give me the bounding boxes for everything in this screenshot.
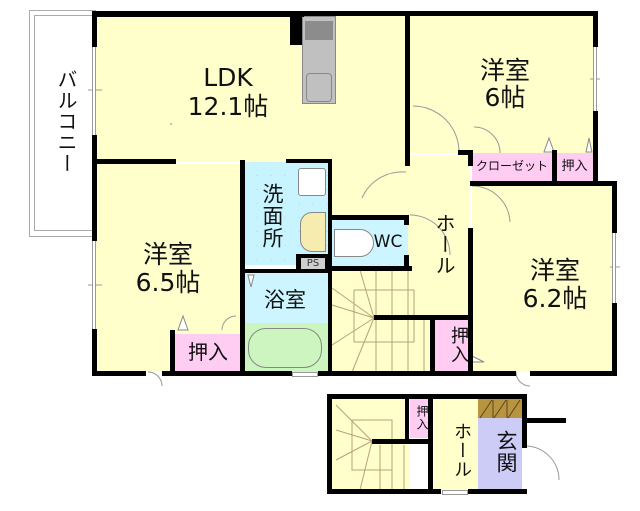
oshiire-left-area: [174, 334, 240, 372]
western-6-2-size: 6.2帖: [522, 284, 588, 313]
wall: [92, 11, 97, 47]
wall: [470, 181, 616, 186]
washing-machine-icon: [298, 168, 326, 196]
western-6-name: 洋室: [479, 56, 530, 85]
wall: [404, 215, 409, 225]
window-ldk-west: [92, 46, 96, 136]
window-western-6-east: [593, 46, 597, 112]
wall: [327, 489, 441, 494]
wall: [327, 394, 332, 494]
entrance-label: 玄関: [494, 430, 518, 474]
oshiire-top-area: [556, 153, 593, 183]
western-6-5-size: 6.5帖: [135, 268, 201, 297]
wall: [458, 150, 470, 155]
ps-label: PS: [301, 258, 325, 270]
closet-label: クローゼット: [475, 159, 548, 173]
wall: [92, 135, 97, 241]
wall: [374, 315, 473, 320]
oshiire-left-label: 押入: [188, 340, 228, 364]
wall: [92, 11, 304, 17]
washbasin-icon: [300, 212, 326, 252]
ldk-name: LDK: [203, 63, 253, 92]
oshiire-center-label: 押入: [448, 326, 469, 364]
bathroom-label: 浴室: [264, 288, 306, 312]
wall: [162, 371, 292, 376]
room-ldk: [96, 15, 406, 162]
wall: [328, 266, 412, 271]
room-western-6-2: [472, 186, 612, 372]
wall: [327, 394, 527, 399]
wall: [404, 255, 409, 271]
wall: [430, 315, 435, 376]
wall: [530, 371, 616, 376]
wall: [552, 150, 557, 185]
stove-icon: [305, 21, 333, 40]
wall: [593, 11, 598, 47]
wall: [405, 394, 409, 439]
hall-upper-area: [408, 155, 470, 315]
ldk-size: 12.1帖: [187, 92, 269, 121]
oshiire-top-label: 押入: [561, 159, 588, 174]
wall: [240, 160, 245, 376]
wall: [468, 150, 473, 166]
wall: [290, 11, 302, 45]
toilet-icon: [334, 229, 374, 257]
kitchen-sink-icon: [306, 73, 332, 102]
wall: [328, 215, 408, 220]
window-hall-south: [442, 490, 468, 495]
balcony-label: バルコニー: [54, 68, 78, 174]
wall: [522, 418, 566, 423]
western-6-size: 6帖: [484, 83, 526, 112]
wall: [612, 181, 617, 233]
window-western-6-5-west: [92, 240, 96, 330]
wall: [96, 159, 176, 164]
wall: [92, 371, 146, 376]
oshiire-lower-area: [410, 398, 428, 438]
hall-lower-label: ホール: [451, 421, 472, 479]
wall: [290, 11, 597, 16]
wall: [468, 489, 527, 494]
room-western-6: [410, 15, 593, 153]
bathtub-icon: [248, 328, 322, 368]
closet-area: [472, 153, 552, 183]
wall: [468, 228, 473, 376]
western-6-5-name: 洋室: [142, 240, 193, 269]
wall: [405, 11, 410, 166]
window-bath-south: [292, 372, 318, 377]
hall-lower-area: [434, 398, 478, 490]
wall: [92, 329, 97, 376]
wc-label: WC: [373, 232, 403, 252]
entrance-area: [478, 418, 522, 490]
bathroom-area: [243, 273, 328, 323]
wall: [170, 330, 175, 376]
western-6-2-name: 洋室: [529, 256, 580, 285]
balcony: [29, 10, 96, 237]
wall: [428, 394, 433, 494]
wall: [318, 371, 516, 376]
oshiire-center-area: [434, 318, 470, 372]
wall: [240, 269, 332, 273]
wall: [612, 303, 617, 376]
wall: [372, 439, 430, 444]
washroom-label: 洗面所: [260, 183, 284, 249]
window-western-6-2-east: [612, 232, 616, 304]
oshiire-lower-label: 押入: [415, 405, 429, 431]
hall-upper-label: ホール: [432, 212, 456, 276]
wall: [286, 159, 332, 163]
wall: [593, 111, 598, 186]
